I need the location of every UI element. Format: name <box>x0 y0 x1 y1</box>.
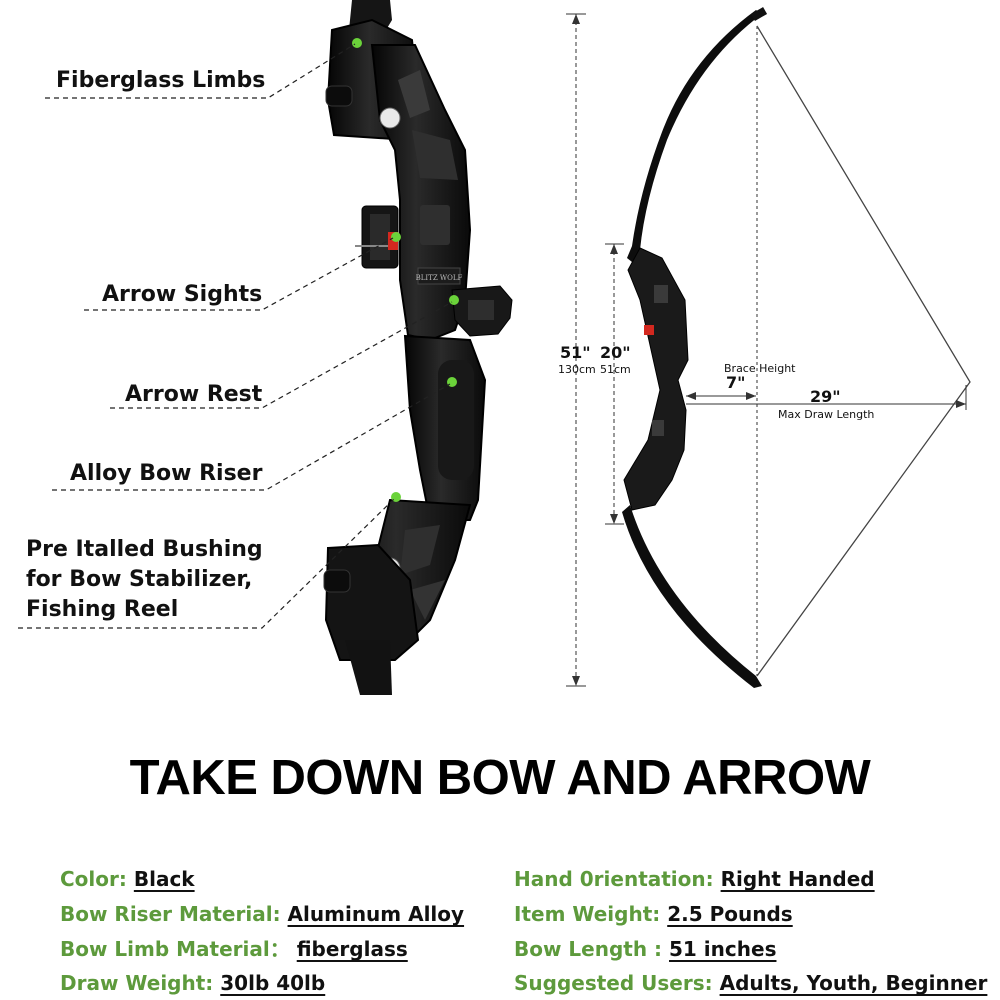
callout-bushing-line-1: Pre Italled Bushing <box>26 537 263 562</box>
riser-length-cm: 51cm <box>600 363 631 376</box>
bow-length-cm: 130cm <box>558 363 596 376</box>
brace-height-value: 7" <box>726 373 745 392</box>
callout-arrow-sights: Arrow Sights <box>102 282 263 307</box>
draw-length-label: Max Draw Length <box>778 408 874 421</box>
spec-key: Bow Length : <box>514 937 663 961</box>
page-title: TAKE DOWN BOW AND ARROW <box>129 751 871 805</box>
riser-brand: BLITZ WOLF <box>416 274 463 282</box>
spec-key: Draw Weight: <box>60 971 214 995</box>
callout-fiberglass-limbs: Fiberglass Limbs <box>56 68 266 93</box>
spec-hand-orientation: Hand 0rientation: Right Handed <box>514 866 875 892</box>
spec-value: Right Handed <box>720 867 875 891</box>
marker-sights <box>391 232 401 242</box>
spec-suggested-users: Suggested Users: Adults, Youth, Beginner <box>514 970 987 996</box>
lower-limb <box>345 640 392 695</box>
callout-lines <box>18 43 453 629</box>
spec-value: 30lb 40lb <box>220 971 326 995</box>
callout-alloy-bow-riser: Alloy Bow Riser <box>70 461 263 486</box>
marker-limbs <box>352 38 362 48</box>
callout-bushing: Pre Italled Bushing for Bow Stabilizer, … <box>26 535 263 625</box>
callout-bushing-line-2: for Bow Stabilizer, <box>26 567 253 592</box>
riser-closeup: BLITZ WOLF <box>323 0 513 695</box>
spec-key: Bow Riser Material: <box>60 902 281 926</box>
spec-value: Aluminum Alloy <box>287 902 465 926</box>
spec-value: 51 inches <box>669 937 777 961</box>
spec-draw-weight: Draw Weight: 30lb 40lb <box>60 970 325 996</box>
brace-height-label: Brace Height <box>724 362 796 375</box>
diagram-lower-limb <box>622 505 762 688</box>
spec-key: Hand 0rientation: <box>514 867 714 891</box>
spec-key: Bow Limb Material： <box>60 937 290 961</box>
spec-value: 2.5 Pounds <box>667 902 793 926</box>
drawn-string <box>756 25 971 677</box>
spec-key: Color: <box>60 867 127 891</box>
spec-key: Item Weight: <box>514 902 661 926</box>
spec-key: Suggested Users: <box>514 971 713 995</box>
spec-bow-length: Bow Length : 51 inches <box>514 936 776 962</box>
callout-bushing-line-3: Fishing Reel <box>26 597 179 622</box>
spec-riser-material: Bow Riser Material: Aluminum Alloy <box>60 901 464 927</box>
draw-length-value: 29" <box>810 387 841 406</box>
spec-color: Color: Black <box>60 866 195 892</box>
bow-length-inch: 51" <box>560 343 591 362</box>
riser-length-inch: 20" <box>600 343 631 362</box>
diagram-upper-limb <box>627 10 762 262</box>
bow-diagram: 51" 130cm 20" 51cm Brace Height 7" 29" M… <box>558 7 971 688</box>
callout-arrow-rest: Arrow Rest <box>125 382 263 407</box>
spec-limb-material: Bow Limb Material： fiberglass <box>60 936 408 962</box>
spec-value: Adults, Youth, Beginner <box>719 971 988 995</box>
spec-value: Black <box>133 867 195 891</box>
spec-value: fiberglass <box>296 937 408 961</box>
marker-rest <box>449 295 459 305</box>
spec-item-weight: Item Weight: 2.5 Pounds <box>514 901 793 927</box>
